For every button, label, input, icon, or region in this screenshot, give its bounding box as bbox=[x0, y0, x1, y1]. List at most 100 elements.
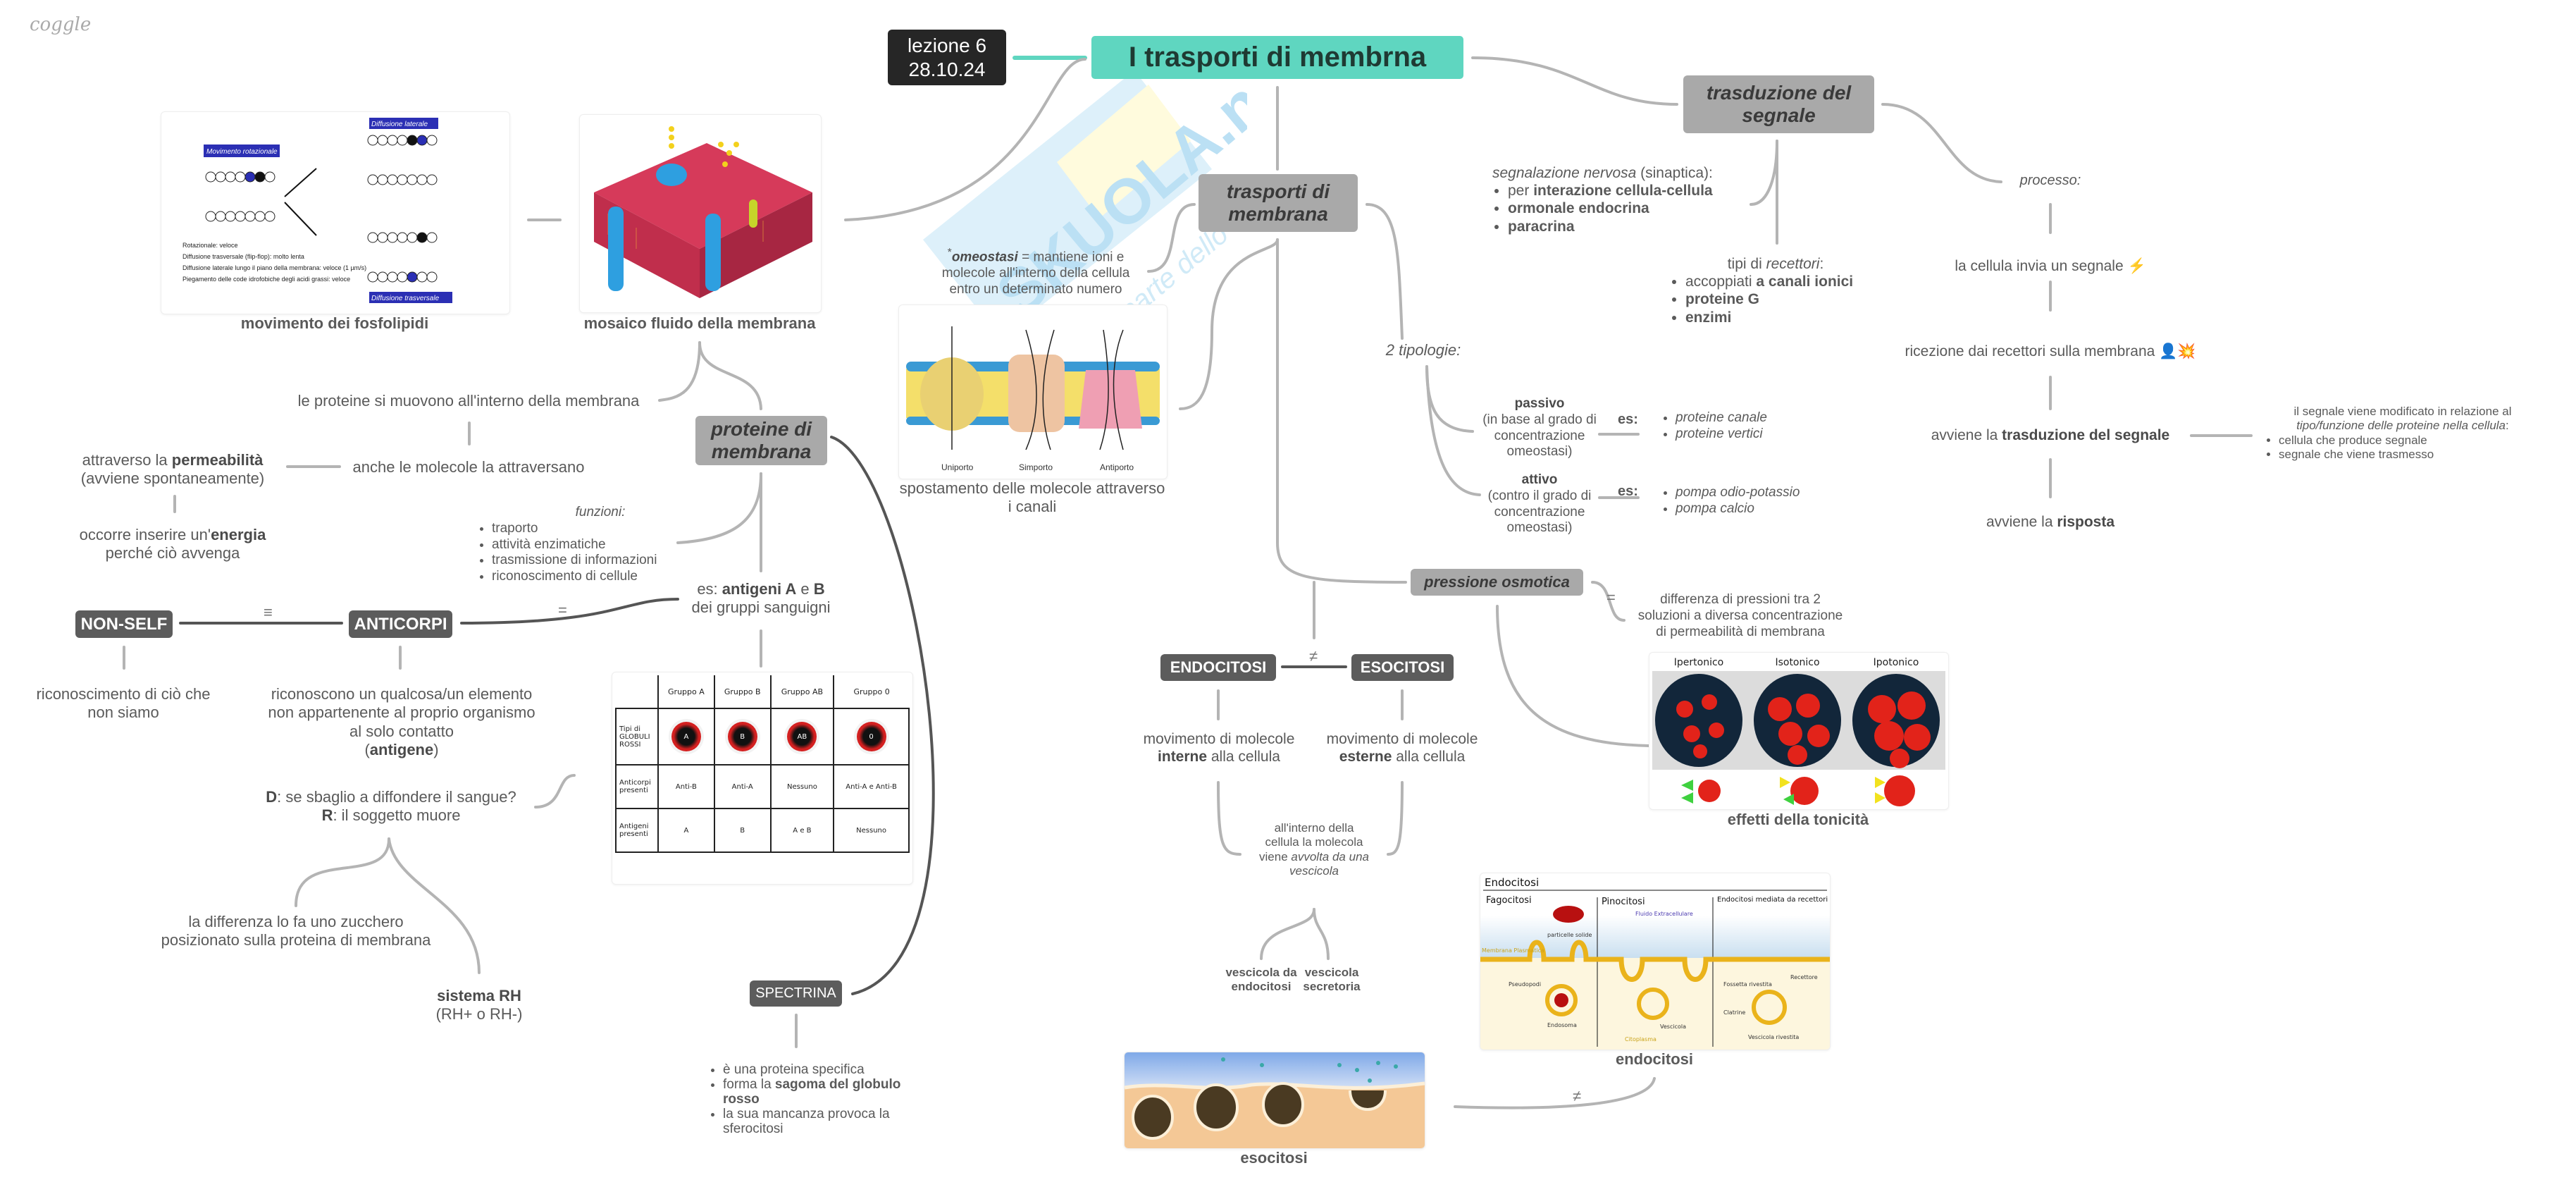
question-d-label: D bbox=[266, 788, 278, 806]
functions-title: funzioni: bbox=[575, 505, 626, 519]
bullet-trasversale: Diffusione trasversale (flip-flop): molt… bbox=[182, 253, 304, 260]
segnalazione-title-italic: segnalazione nervosa bbox=[1492, 165, 1637, 181]
link-note-ves1 bbox=[1260, 908, 1315, 960]
label-citoplasma: Citoplasma bbox=[1625, 1036, 1657, 1043]
label-pseudopodi: Pseudopodi bbox=[1509, 981, 1541, 988]
passivo-desc: (in base al grado di concentrazione omeo… bbox=[1482, 412, 1597, 460]
antigens-bold-b: B bbox=[813, 580, 825, 598]
endo-section-mediata: Endocitosi mediata da recettori bbox=[1717, 896, 1828, 904]
endocitosi-node[interactable]: ENDOCITOSI bbox=[1160, 654, 1276, 681]
spectrina-node[interactable]: SPECTRINA bbox=[750, 980, 842, 1007]
coggle-logo[interactable]: coggle bbox=[30, 14, 92, 35]
recettori-title-pre: tipi di bbox=[1727, 256, 1766, 272]
recettori-title-post: : bbox=[1819, 256, 1824, 272]
permeability-line2: (avviene spontaneamente) bbox=[80, 469, 265, 488]
label-uniporto: Uniporto bbox=[941, 462, 974, 472]
lightning-icon: ⚡ bbox=[2127, 258, 2146, 274]
link-note-ves2 bbox=[1313, 908, 1330, 960]
attivo-title: attivo bbox=[1521, 472, 1558, 487]
segnalazione-block: segnalazione nervosa (sinaptica): per in… bbox=[1492, 164, 1746, 235]
spectrina-item: forma la sagoma del globulo rosso bbox=[723, 1077, 916, 1107]
blood-table-cell: A bbox=[657, 808, 715, 853]
endocitosi-caption: endocitosi bbox=[1615, 1050, 1693, 1068]
link-question-rh bbox=[388, 837, 481, 974]
label-clatrine: Clatrine bbox=[1723, 1009, 1745, 1016]
nonself-desc: riconoscimento di ciò che non siamo bbox=[36, 685, 211, 722]
attivo-example-item: pompa calcio bbox=[1676, 501, 1812, 517]
antigens-text: es: antigeni A e B dei gruppi sanguigni bbox=[669, 580, 853, 617]
label-endosoma: Endosoma bbox=[1547, 1022, 1577, 1028]
antigens-bold-a: antigeni A bbox=[722, 580, 797, 598]
antigens-mid: e bbox=[796, 580, 814, 598]
attivo-example-item: pompa odio-potassio bbox=[1676, 485, 1812, 501]
passivo-example-item: proteine vertici bbox=[1676, 426, 1798, 443]
lesson-node[interactable]: lezione 6 28.10.24 bbox=[888, 30, 1006, 85]
blood-table-header: Gruppo A bbox=[657, 675, 714, 708]
question-text: D: se sbaglio a diffondere il sangue? R:… bbox=[254, 788, 528, 825]
permeability-text: attraverso la permeabilità (avviene spon… bbox=[63, 451, 282, 488]
link-question-table bbox=[534, 774, 576, 808]
note-item: cellula che produce segnale bbox=[2279, 434, 2544, 448]
recettore-item: accoppiati a canali ionici bbox=[1685, 273, 1881, 290]
question-r-text: : il soggetto muore bbox=[333, 806, 461, 825]
attivo-desc: (contro il grado di concentrazione omeos… bbox=[1487, 488, 1592, 536]
recettori-list: accoppiati a canali ioniciproteine Genzi… bbox=[1670, 273, 1881, 326]
label-isotonico: Isotonico bbox=[1775, 657, 1819, 668]
bullet-rotazionale: Rotazionale: veloce bbox=[182, 242, 238, 249]
vescicola-note-plain: all'interno della cellula la molecola vi… bbox=[1259, 821, 1363, 863]
omeostasi-star: * bbox=[947, 247, 952, 259]
segnalazione-item: per interazione cellula-cellula bbox=[1508, 182, 1746, 199]
attivo-block: attivo (contro il grado di concentrazion… bbox=[1480, 472, 1599, 536]
omeostasi-text: *omeostasi = mantiene ioni e molecole al… bbox=[930, 247, 1141, 298]
anticorpi-desc-bold: antigene bbox=[369, 741, 434, 759]
label-vescicola: Vescicola bbox=[1660, 1023, 1686, 1030]
vescicola-secretoria: vescicola secretoria bbox=[1303, 966, 1361, 994]
link-root-trasduzione bbox=[1471, 56, 1678, 106]
proteine-node[interactable]: proteine di membrana bbox=[695, 416, 827, 465]
vescicola-endocitosi: vescicola da endocitosi bbox=[1225, 966, 1297, 994]
segnalazione-title: segnalazione nervosa (sinaptica): bbox=[1492, 164, 1746, 182]
trasduzione-node[interactable]: trasduzione del segnale bbox=[1683, 75, 1874, 133]
label-ipotonico: Ipotonico bbox=[1874, 657, 1919, 668]
passivo-block: passivo (in base al grado di concentrazi… bbox=[1480, 396, 1599, 460]
segnalazione-list: per interazione cellula-cellulaormonale … bbox=[1492, 182, 1746, 235]
esocitosi-desc-post: alla cellula bbox=[1392, 749, 1466, 765]
blood-table-header bbox=[616, 675, 658, 708]
label-particelle: particelle solide bbox=[1547, 932, 1592, 938]
pressione-node[interactable]: pressione osmotica bbox=[1411, 569, 1583, 596]
mosaic-caption: mosaico fluido della membrana bbox=[583, 314, 816, 332]
trasporti-node[interactable]: trasporti di membrana bbox=[1199, 174, 1358, 232]
nonself-node[interactable]: NON-SELF bbox=[75, 610, 173, 638]
processo-step-3: avviene la trasduzione del segnale bbox=[1902, 426, 2198, 444]
mosaic-image bbox=[579, 114, 822, 313]
link-mosaic-proteins-move bbox=[658, 341, 701, 402]
functions-list: traportoattività enzimatichetrasmissione… bbox=[473, 521, 685, 585]
esocitosi-desc-pre: movimento di molecole bbox=[1326, 731, 1478, 747]
blood-table-cell: Anti-A bbox=[713, 764, 772, 809]
esocitosi-node[interactable]: ESOCITOSI bbox=[1351, 654, 1454, 681]
label-recettore: Recettore bbox=[1790, 974, 1818, 980]
step-1-text: la cellula invia un segnale bbox=[1955, 258, 2124, 274]
anticorpi-node[interactable]: ANTICORPI bbox=[349, 610, 452, 638]
red-blood-cell-icon: 0 bbox=[856, 722, 886, 751]
rh-title: sistema RH bbox=[437, 987, 521, 1004]
endocitosi-desc-post: alla cellula bbox=[1207, 749, 1280, 765]
function-item: attività enzimatiche bbox=[492, 537, 685, 553]
antigens-line2: dei gruppi sanguigni bbox=[691, 598, 831, 617]
blood-table-cell: Anti-B bbox=[657, 764, 715, 809]
question-r-label: R bbox=[321, 806, 333, 825]
label-simporto: Simporto bbox=[1019, 462, 1053, 472]
function-item: traporto bbox=[492, 521, 685, 537]
link-trasporti-pressione bbox=[1276, 238, 1407, 584]
root-node[interactable]: I trasporti di membrna bbox=[1091, 36, 1463, 79]
label-laterale: Diffusione laterale bbox=[371, 121, 428, 128]
processo-title: processo: bbox=[2019, 173, 2081, 188]
attivo-es: es: bbox=[1618, 484, 1638, 499]
passivo-list: proteine canaleproteine vertici bbox=[1657, 410, 1798, 443]
blood-table-cell: Nessuno bbox=[769, 764, 835, 809]
note-list: cellula che produce segnalesegnale che v… bbox=[2262, 434, 2544, 462]
lesson-date: 28.10.24 bbox=[908, 58, 986, 80]
blood-table-header: Gruppo AB bbox=[769, 675, 834, 708]
